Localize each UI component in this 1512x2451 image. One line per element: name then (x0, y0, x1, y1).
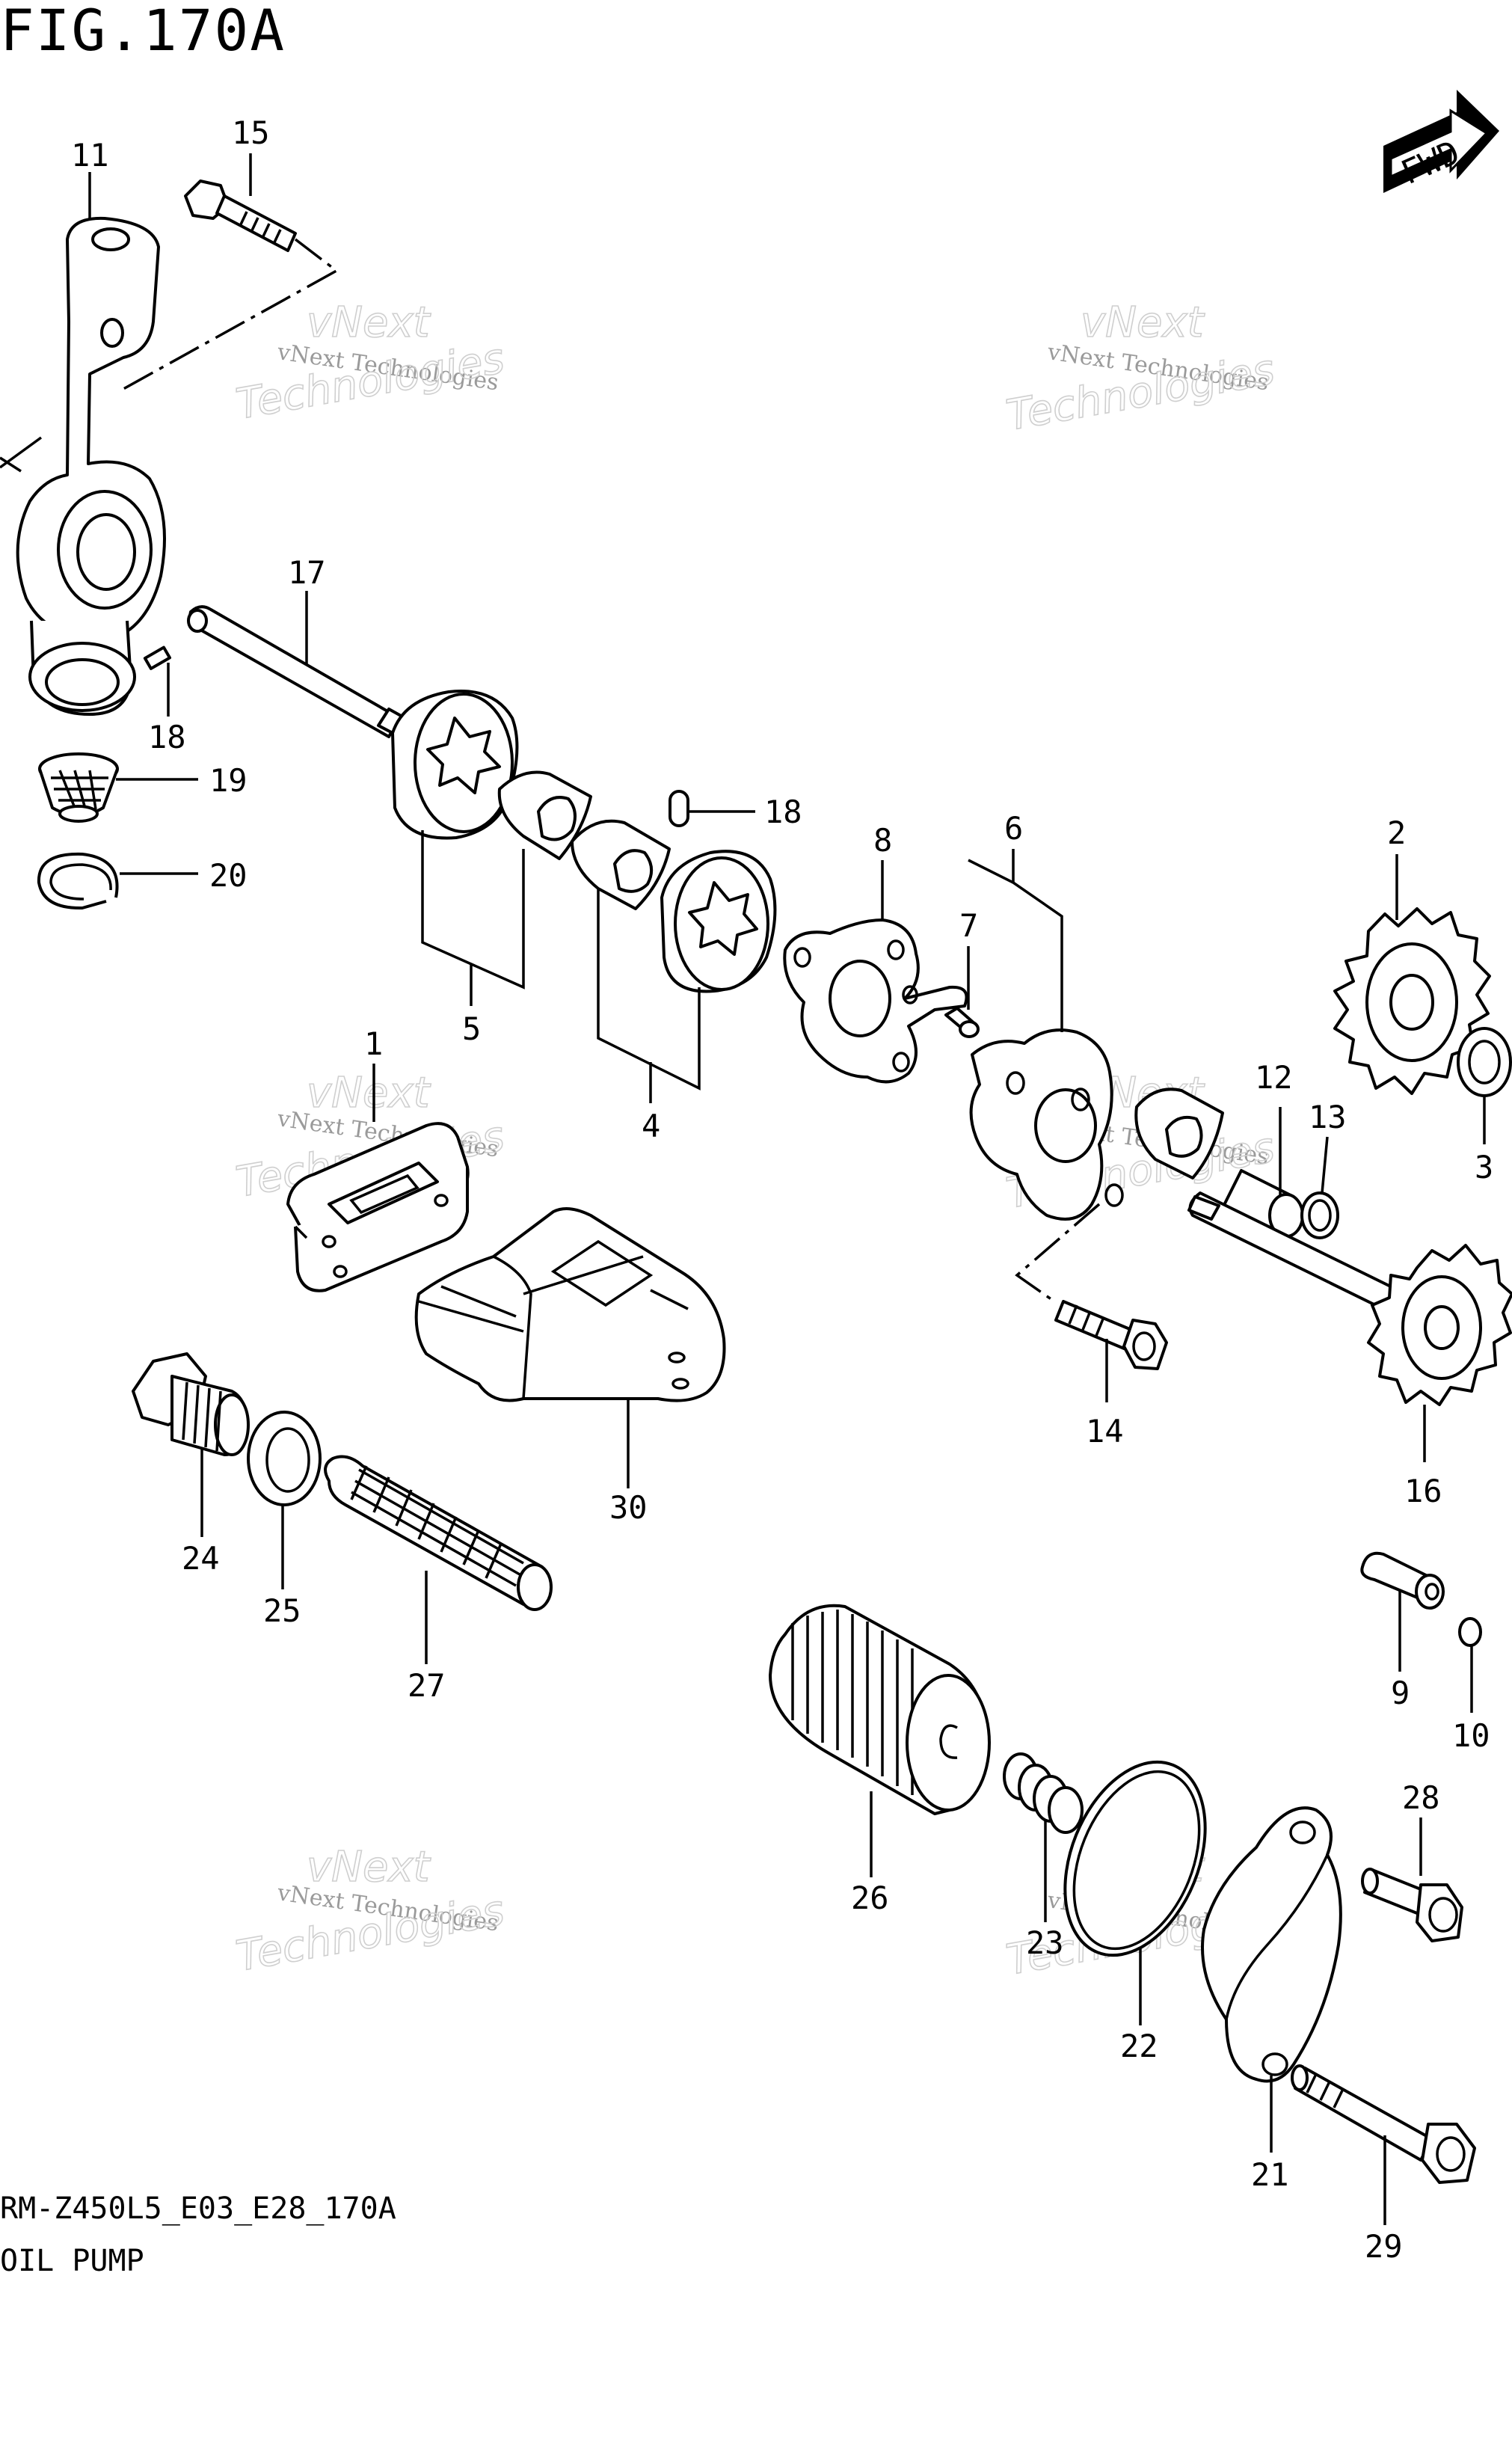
callout-24: 24 (182, 1540, 220, 1577)
figure-title: FIG.170A (0, 0, 286, 64)
part-10-o-ring (1458, 1617, 1482, 1647)
leader-lines (88, 153, 1486, 2225)
callout-17: 17 (288, 554, 326, 591)
callout-18: 18 (764, 794, 802, 830)
fwd-badge: FWD (1383, 90, 1499, 193)
callout-5: 5 (462, 1010, 481, 1047)
part-5-rotor-set (391, 690, 592, 860)
part-3-washer (1457, 1027, 1512, 1097)
callout-11: 11 (71, 137, 109, 174)
watermark: vNext vNext Technologies Technologies (232, 1842, 508, 1981)
svg-text:vNext: vNext (1081, 298, 1205, 347)
callout-3: 3 (1475, 1149, 1493, 1185)
part-21-filter-cap (1201, 1806, 1342, 2083)
part-25-gasket (247, 1411, 322, 1506)
part-20-circlip (37, 852, 119, 910)
part-8-pump-plate (783, 918, 968, 1084)
callout-21: 21 (1251, 2156, 1289, 2193)
part-18-pin-b (669, 790, 689, 827)
part-27-mesh-filter (324, 1455, 553, 1611)
callout-9: 9 (1391, 1675, 1410, 1711)
part-rotor-rear (1134, 1088, 1224, 1180)
callout-20: 20 (209, 857, 248, 894)
part-13-o-ring (1300, 1191, 1339, 1239)
part-11-oil-pipe-body (0, 216, 166, 716)
part-9-valve (1360, 1551, 1445, 1610)
callout-labels: 11 15 17 18 19 20 18 5 4 8 7 6 12 13 2 3… (71, 114, 1493, 2265)
callout-7: 7 (959, 907, 978, 944)
figure-name: OIL PUMP (0, 2244, 144, 2278)
callout-27: 27 (408, 1667, 446, 1704)
callout-14: 14 (1086, 1413, 1124, 1450)
part-15-bolt (123, 180, 339, 390)
callout-26: 26 (851, 1880, 889, 1916)
callout-12: 12 (1255, 1059, 1293, 1096)
part-4-rotor-set (571, 819, 777, 993)
callout-6: 6 (1004, 810, 1023, 847)
part-23-spring (1003, 1752, 1084, 1834)
callout-25: 25 (263, 1592, 301, 1629)
svg-text:Technologies: Technologies (233, 334, 508, 429)
part-16-shaft-gear (1187, 1191, 1512, 1406)
svg-text:vNext: vNext (307, 1843, 431, 1892)
callout-16: 16 (1404, 1473, 1442, 1509)
callout-28: 28 (1402, 1779, 1440, 1816)
part-19-strainer (38, 752, 119, 823)
part-1-gasket (286, 1122, 470, 1292)
part-14-bolt (1015, 1203, 1168, 1370)
callout-30: 30 (609, 1489, 648, 1526)
part-18-pin-a (143, 645, 171, 670)
part-24-drain-plug (132, 1352, 250, 1456)
callout-10: 10 (1452, 1717, 1490, 1754)
part-26-oil-filter (769, 1604, 991, 1815)
part-17-shaft (187, 605, 404, 738)
part-28-bolt (1361, 1868, 1463, 1942)
part-29-long-bolt (1291, 2064, 1476, 2184)
part-22-o-ring (1063, 1760, 1207, 1957)
callout-18: 18 (148, 719, 186, 755)
svg-text:vNext: vNext (307, 1069, 431, 1117)
callout-22: 22 (1120, 2028, 1158, 2064)
callout-29: 29 (1365, 2228, 1403, 2265)
callout-19: 19 (209, 762, 248, 799)
callout-13: 13 (1309, 1099, 1347, 1135)
callout-2: 2 (1387, 815, 1406, 851)
watermark: vNext vNext Technologies Technologies (232, 298, 508, 429)
callout-4: 4 (642, 1108, 660, 1144)
svg-text:vNext: vNext (307, 298, 431, 347)
part-30-cover (414, 1207, 726, 1402)
model-code: RM-Z450L5_E03_E28_170A (0, 2191, 396, 2226)
callout-1: 1 (364, 1025, 383, 1062)
part-2-drive-gear (1333, 907, 1491, 1095)
part-7-dowel-pin (944, 1007, 980, 1038)
watermark: vNext vNext Technologies Technologies (1002, 298, 1279, 441)
callout-23: 23 (1026, 1924, 1064, 1961)
callout-15: 15 (232, 114, 270, 151)
part-6-pump-case (969, 1028, 1124, 1221)
callout-8: 8 (873, 822, 892, 859)
